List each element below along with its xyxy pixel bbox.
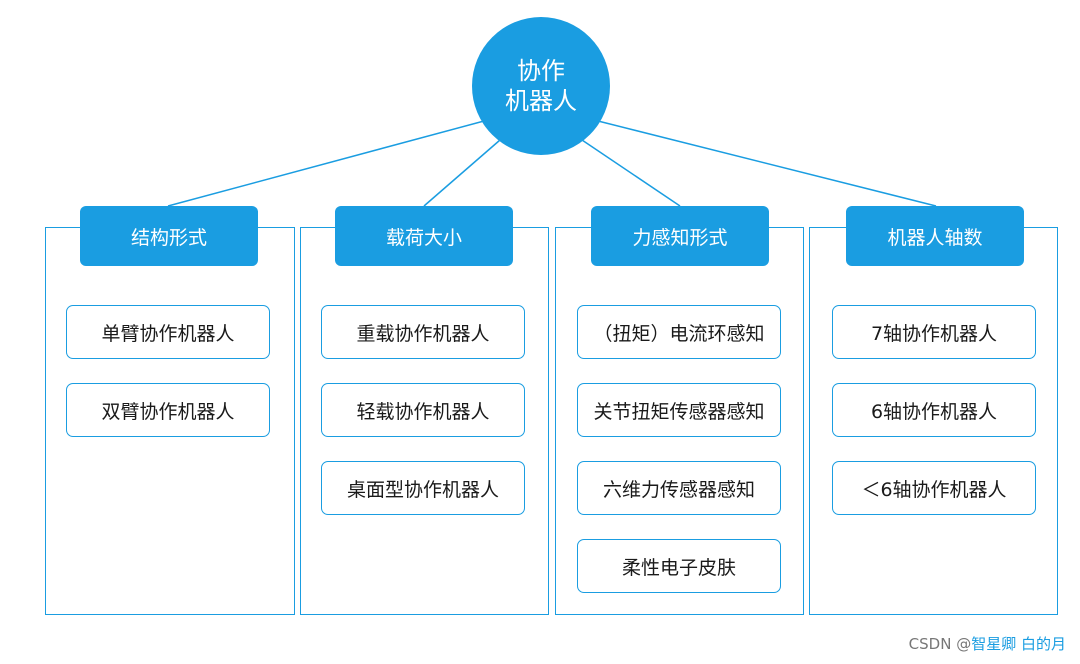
category-header-payload: 载荷大小 — [335, 206, 513, 266]
connector-line-4 — [597, 120, 937, 207]
watermark: CSDN @智星卿 白的月 — [909, 633, 1066, 654]
list-item: 双臂协作机器人 — [66, 383, 270, 437]
root-node: 协作 机器人 — [472, 17, 610, 155]
category-header-structure: 结构形式 — [80, 206, 258, 266]
category-header-axes: 机器人轴数 — [846, 206, 1024, 266]
connector-line-3 — [581, 139, 681, 207]
list-item: 重载协作机器人 — [321, 305, 525, 359]
list-item: 柔性电子皮肤 — [577, 539, 781, 593]
list-item: ＜6轴协作机器人 — [832, 461, 1036, 515]
connector-line-2 — [423, 139, 501, 207]
list-item: （扭矩）电流环感知 — [577, 305, 781, 359]
list-item: 六维力传感器感知 — [577, 461, 781, 515]
list-item: 单臂协作机器人 — [66, 305, 270, 359]
watermark-author: 智星卿 白的月 — [971, 635, 1066, 653]
list-item: 关节扭矩传感器感知 — [577, 383, 781, 437]
list-item: 7轴协作机器人 — [832, 305, 1036, 359]
connector-line-1 — [167, 120, 485, 207]
list-item: 桌面型协作机器人 — [321, 461, 525, 515]
list-item: 轻载协作机器人 — [321, 383, 525, 437]
root-label-line1: 协作 — [517, 57, 565, 85]
category-header-force-sensing: 力感知形式 — [591, 206, 769, 266]
list-item: 6轴协作机器人 — [832, 383, 1036, 437]
root-label-line2: 机器人 — [505, 87, 577, 115]
watermark-source: CSDN @ — [908, 635, 972, 653]
